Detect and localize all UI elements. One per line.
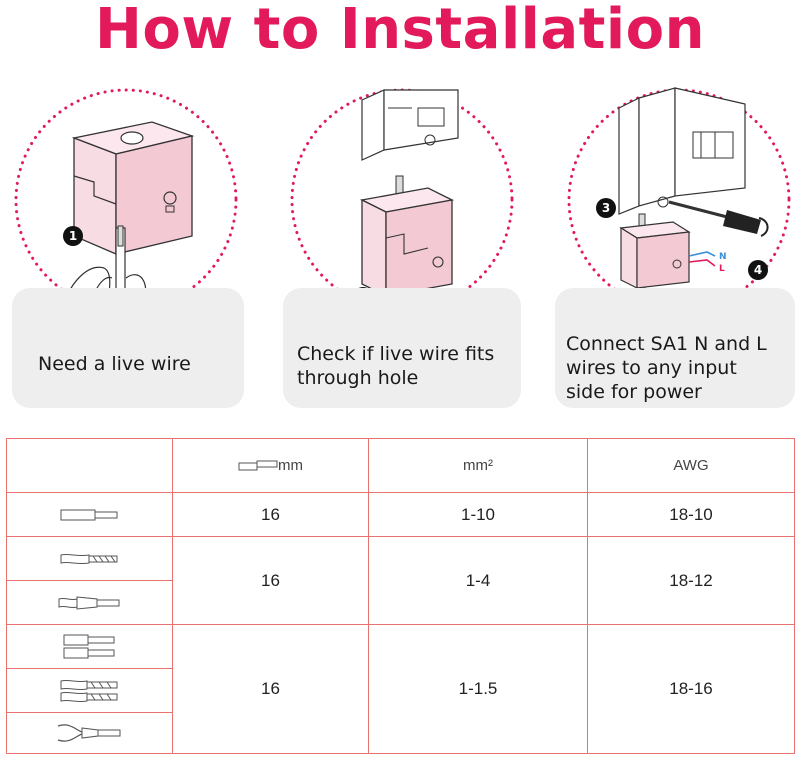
step-2-text-line: Check if live wire fits bbox=[297, 343, 495, 365]
table-icon-cell bbox=[6, 668, 173, 713]
table-icon-cell bbox=[6, 624, 173, 669]
mm2-cell: 1-4 bbox=[368, 536, 588, 625]
table-icon-cell bbox=[6, 536, 173, 581]
step-4-badge: 4 bbox=[748, 260, 768, 280]
breaker-icon bbox=[361, 89, 459, 161]
stranded-wire-icon bbox=[60, 553, 117, 564]
step-1-badge: 1 bbox=[63, 226, 83, 246]
step-3-badge: 3 bbox=[596, 198, 616, 218]
neutral-label: N bbox=[719, 252, 727, 262]
step-3-illustration: N L bbox=[567, 87, 791, 325]
strip-unit: mm bbox=[278, 457, 303, 474]
step-3-text-line: Connect SA1 N and L bbox=[566, 333, 767, 355]
step-1-text: Need a live wire bbox=[38, 353, 191, 375]
strip-length-icon bbox=[238, 460, 278, 471]
step-1-card: Need a live wire bbox=[12, 288, 244, 408]
screwdriver-icon bbox=[668, 200, 769, 237]
double-stranded-icon bbox=[60, 679, 117, 702]
strip-length-cell: 16 bbox=[172, 536, 369, 625]
table-row: 16 1-4 18-12 bbox=[6, 536, 795, 625]
table-header-strip: mm bbox=[172, 438, 369, 493]
mm2-cell: 1-1.5 bbox=[368, 624, 588, 754]
table-icon-cell bbox=[6, 712, 173, 754]
awg-cell: 18-12 bbox=[587, 536, 795, 625]
table-header-row: mm mm² AWG bbox=[6, 438, 795, 493]
strip-length-cell: 16 bbox=[172, 492, 369, 537]
table-header-mm2: mm² bbox=[368, 438, 588, 493]
double-pin-icon bbox=[63, 634, 114, 658]
step-2-text-line: through hole bbox=[297, 367, 419, 389]
table-icon-cell bbox=[6, 492, 173, 537]
step-3-card: Connect SA1 N and L wires to any input s… bbox=[555, 288, 795, 408]
table-row: 16 1-1.5 18-16 bbox=[6, 624, 795, 754]
mm2-cell: 1-10 bbox=[368, 492, 588, 537]
step-2-text: Check if live wire fits through hole bbox=[297, 342, 494, 390]
table-header-awg: AWG bbox=[587, 438, 795, 493]
pin-ferrule-icon bbox=[60, 509, 117, 520]
table-icon-cell bbox=[6, 580, 173, 625]
relay-box-icon bbox=[619, 221, 691, 289]
wire-spec-table: mm mm² AWG 16 1-10 18-10 16 1-4 18-12 bbox=[6, 438, 795, 754]
table-row: 16 1-10 18-10 bbox=[6, 492, 795, 537]
awg-cell: 18-16 bbox=[587, 624, 795, 754]
live-label: L bbox=[719, 264, 725, 274]
table-row bbox=[6, 668, 795, 713]
table-header-blank bbox=[6, 438, 173, 493]
insulated-ferrule-icon bbox=[58, 595, 119, 610]
step-2-illustration bbox=[290, 88, 514, 327]
fork-ferrule-icon bbox=[57, 724, 120, 742]
step-2-card: Check if live wire fits through hole bbox=[283, 288, 521, 408]
awg-cell: 18-10 bbox=[587, 492, 795, 537]
relay-box-icon bbox=[359, 187, 455, 298]
table-row bbox=[6, 712, 795, 754]
step-3-text-line: side for power bbox=[566, 381, 702, 403]
table-row bbox=[6, 580, 795, 625]
relay-box-icon bbox=[71, 121, 195, 255]
strip-length-cell: 16 bbox=[172, 624, 369, 754]
breaker-icon bbox=[618, 87, 746, 215]
page-title: How to Installation bbox=[95, 0, 705, 62]
step-1-illustration bbox=[14, 88, 238, 339]
step-3-text: Connect SA1 N and L wires to any input s… bbox=[566, 332, 767, 404]
step-3-text-line: wires to any input bbox=[566, 357, 737, 379]
